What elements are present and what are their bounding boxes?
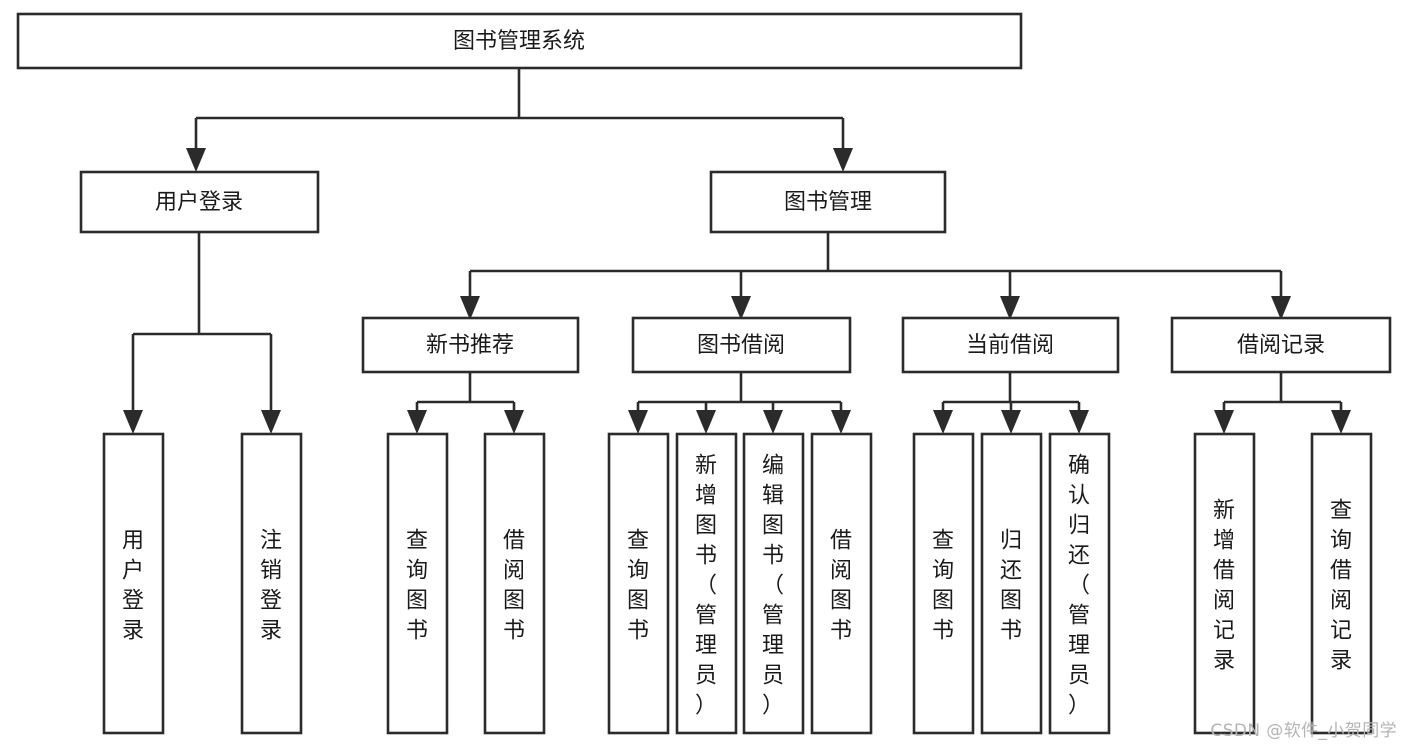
node-box[interactable] (240, 432, 303, 735)
arrow-head-icon (407, 410, 427, 434)
node-borrow-record[interactable]: 借阅记录 (1170, 316, 1392, 374)
arrow-head-icon (123, 410, 143, 434)
node-label: 查询图书 (406, 528, 428, 643)
arrow-head-icon (833, 148, 853, 172)
leaf-borrow-edit-book-admin[interactable]: 编辑图书（管理员） (742, 432, 805, 735)
connector-borrow-to-leaves (628, 372, 851, 434)
node-label: 图书管理系统 (453, 29, 585, 54)
node-label: 新书推荐 (426, 333, 514, 358)
node-box[interactable] (1310, 432, 1373, 735)
arrow-head-icon (933, 410, 953, 434)
arrow-head-icon (731, 296, 751, 320)
node-box[interactable] (742, 432, 805, 735)
node-box[interactable] (386, 432, 449, 735)
node-label: 当前借阅 (966, 333, 1054, 358)
leaf-current-return-book[interactable]: 归还图书 (980, 432, 1043, 735)
connector-record-to-leaves (1214, 372, 1351, 434)
node-box[interactable] (1193, 432, 1256, 735)
arrow-head-icon (763, 410, 783, 434)
node-box[interactable] (901, 316, 1120, 374)
leaf-borrow-add-book-admin[interactable]: 新增图书（管理员） (675, 432, 738, 735)
leaf-newbook-borrow-book[interactable]: 借阅图书 (483, 432, 546, 735)
leaf-newbook-query-book[interactable]: 查询图书 (386, 432, 449, 735)
node-label: 用户登录 (155, 190, 243, 215)
connector-newbook-to-leaves (407, 372, 524, 434)
node-box[interactable] (810, 432, 873, 735)
node-box[interactable] (361, 316, 580, 374)
node-label: 确认归还（管理员） (1068, 453, 1090, 718)
arrow-head-icon (186, 148, 206, 172)
node-label: 查询图书 (932, 528, 954, 643)
leaf-record-add-record[interactable]: 新增借阅记录 (1193, 432, 1256, 735)
arrow-head-icon (628, 410, 648, 434)
leaf-borrow-query-book[interactable]: 查询图书 (607, 432, 670, 735)
node-box[interactable] (607, 432, 670, 735)
node-box[interactable] (16, 12, 1023, 70)
arrow-head-icon (504, 410, 524, 434)
node-new-book-recommend[interactable]: 新书推荐 (361, 316, 580, 374)
arrow-head-icon (1331, 410, 1351, 434)
node-label: 借阅图书 (830, 528, 852, 643)
watermark-text: CSDN @软件_小贺同学 (1210, 721, 1397, 741)
node-label: 图书管理 (784, 190, 872, 215)
arrow-head-icon (1271, 296, 1291, 320)
arrow-head-icon (1069, 410, 1089, 434)
leaf-user-login-signin[interactable]: 用户登录 (102, 432, 165, 735)
node-label: 新增借阅记录 (1213, 498, 1235, 673)
node-book-management[interactable]: 图书管理 (709, 170, 947, 234)
arrow-head-icon (460, 296, 480, 320)
connector-bookmgmt-to-level3 (460, 232, 1291, 320)
node-label: 图书借阅 (697, 333, 785, 358)
node-box[interactable] (675, 432, 738, 735)
arrow-head-icon (1001, 410, 1021, 434)
node-label: 注销登录 (260, 528, 282, 643)
node-box[interactable] (912, 432, 975, 735)
node-box[interactable] (1170, 316, 1392, 374)
leaf-record-query-record[interactable]: 查询借阅记录 (1310, 432, 1373, 735)
node-box[interactable] (102, 432, 165, 735)
node-box[interactable] (483, 432, 546, 735)
connector-root-to-level2 (186, 68, 853, 172)
arrow-head-icon (1000, 296, 1020, 320)
leaf-current-confirm-return-admin[interactable]: 确认归还（管理员） (1048, 432, 1111, 735)
node-label: 查询借阅记录 (1330, 498, 1352, 673)
arrow-head-icon (831, 410, 851, 434)
connector-current-to-leaves (933, 372, 1089, 434)
node-label: 归还图书 (1000, 528, 1022, 643)
node-label: 借阅图书 (503, 528, 525, 643)
node-label: 查询图书 (627, 528, 649, 643)
arrow-head-icon (696, 410, 716, 434)
node-root[interactable]: 图书管理系统 (16, 12, 1023, 70)
leaf-user-login-signout[interactable]: 注销登录 (240, 432, 303, 735)
node-label: 编辑图书（管理员） (762, 453, 784, 718)
node-box[interactable] (980, 432, 1043, 735)
node-box[interactable] (79, 170, 320, 234)
connector-userlogin-to-leaves (123, 232, 281, 434)
node-book-borrow[interactable]: 图书借阅 (631, 316, 852, 374)
node-current-borrow[interactable]: 当前借阅 (901, 316, 1120, 374)
arrow-head-icon (261, 410, 281, 434)
node-label: 借阅记录 (1237, 333, 1325, 358)
arrow-head-icon (1214, 410, 1234, 434)
node-box[interactable] (631, 316, 852, 374)
node-box[interactable] (709, 170, 947, 234)
node-box[interactable] (1048, 432, 1111, 735)
node-label: 新增图书（管理员） (695, 453, 717, 718)
node-user-login[interactable]: 用户登录 (79, 170, 320, 234)
leaf-borrow-borrow-book[interactable]: 借阅图书 (810, 432, 873, 735)
leaf-current-query-book[interactable]: 查询图书 (912, 432, 975, 735)
node-label: 用户登录 (122, 528, 144, 643)
